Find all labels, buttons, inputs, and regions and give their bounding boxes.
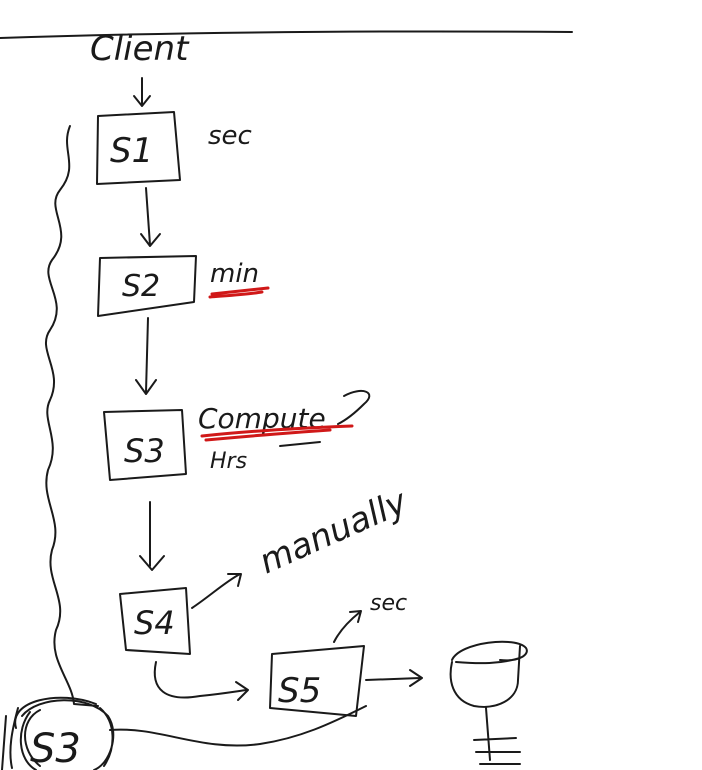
arrow-s1-to-s2 bbox=[140, 187, 161, 247]
node-s3-note-underline bbox=[200, 424, 354, 442]
node-s2-note-underline bbox=[208, 286, 270, 299]
node-s2-box bbox=[97, 255, 197, 317]
s3-bucket-scribble-ring bbox=[1, 696, 115, 770]
node-s1-box bbox=[96, 111, 181, 185]
node-s3-box bbox=[103, 409, 187, 481]
node-s5-box bbox=[269, 645, 365, 717]
scope-boundary-squiggle bbox=[44, 125, 99, 707]
node-s3-hrs-underline bbox=[279, 441, 321, 447]
client-label: Client bbox=[90, 29, 190, 69]
storage-icon bbox=[449, 640, 528, 765]
arrow-s2-to-s3 bbox=[135, 317, 157, 395]
node-s4-note: manually bbox=[253, 482, 413, 583]
arrow-s3-to-s4 bbox=[139, 501, 165, 571]
arrow-s4-to-manually bbox=[191, 573, 242, 609]
node-s3-label: S3 bbox=[124, 432, 165, 470]
node-s4-box bbox=[119, 587, 191, 655]
arrow-s5-to-storage bbox=[365, 669, 423, 687]
node-s5-label: S5 bbox=[278, 671, 321, 711]
s3-bucket-scribble: S3 bbox=[1, 696, 115, 770]
node-s1-note: sec bbox=[208, 121, 252, 151]
node-s2-label: S2 bbox=[122, 269, 160, 304]
node-s3-note2: Hrs bbox=[210, 449, 247, 474]
node-s1-label: S1 bbox=[110, 131, 153, 171]
arrow-s4-to-s5 bbox=[153, 661, 249, 701]
storage-label: S3 bbox=[30, 726, 81, 770]
arrow-client-to-s1 bbox=[133, 77, 151, 107]
bottom-boundary-squiggle bbox=[109, 705, 367, 747]
arrow-s5-to-sec bbox=[333, 610, 362, 643]
node-s4-label: S4 bbox=[134, 604, 175, 642]
node-s2-note: min bbox=[210, 259, 259, 289]
top-boundary-line bbox=[0, 30, 573, 39]
node-s3-note-mark bbox=[337, 389, 371, 425]
node-s5-note: sec bbox=[370, 591, 407, 616]
